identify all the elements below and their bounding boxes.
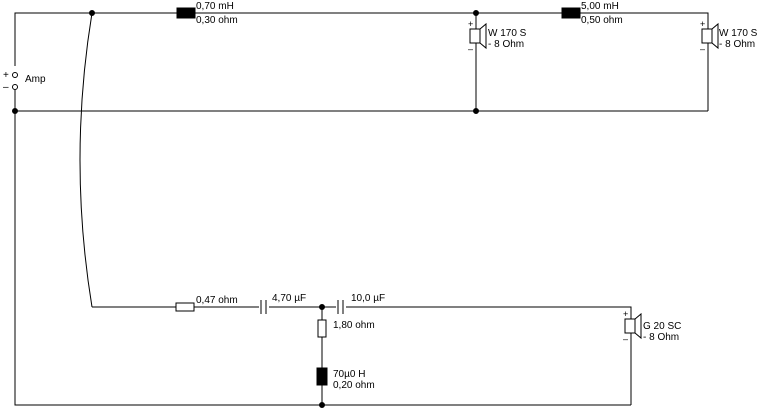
inductor-l2[interactable]: 5,00 mH 0,50 ohm — [561, 1, 623, 26]
inductor-l1-resistance: 0,30 ohm — [196, 15, 238, 26]
inductor-l2-resistance: 0,50 ohm — [581, 15, 623, 26]
tweeter-plus: + — [623, 309, 628, 319]
wire-tweeter-feed-curve — [79, 12, 93, 308]
amp-label: Amp — [25, 74, 46, 85]
tweeter[interactable]: + – G 20 SC - 8 Ohm — [623, 309, 681, 344]
wire-left-return — [14, 111, 631, 406]
inductor-l3-body — [316, 367, 328, 386]
woofer-1[interactable]: + – W 170 S - 8 Ohm — [468, 19, 527, 54]
inductor-l1[interactable]: 0,70 mH 0,30 ohm — [176, 1, 238, 26]
amp-minus-terminal[interactable] — [12, 84, 18, 90]
tweeter-minus: – — [623, 334, 628, 344]
wire-tweeter-feed — [92, 306, 632, 320]
junction-dot — [473, 108, 479, 114]
woofer-2[interactable]: + – W 170 S - 8 Ohm — [700, 19, 758, 54]
woofer-2-model: W 170 S — [719, 28, 758, 39]
resistor-r1[interactable]: 0,47 ohm — [175, 295, 238, 312]
tweeter-model: G 20 SC — [643, 321, 681, 332]
amp-plus-sign: + — [3, 70, 9, 81]
resistor-r1-value: 0,47 ohm — [196, 295, 238, 306]
amp-plus-terminal[interactable] — [12, 72, 18, 78]
inductor-l2-body — [561, 7, 581, 19]
tweeter-speaker-icon — [624, 318, 636, 334]
capacitor-c1[interactable]: 4,70 µF — [259, 293, 306, 314]
wires — [14, 12, 709, 406]
resistor-r2[interactable]: 1,80 ohm — [317, 319, 375, 338]
woofer-2-plus: + — [700, 19, 705, 29]
woofer-2-impedance: - 8 Ohm — [719, 39, 755, 50]
inductor-l3-value: 70µ0 H — [333, 369, 365, 380]
woofer-2-speaker-icon — [701, 28, 713, 44]
junctions — [12, 10, 479, 408]
woofer-1-minus: – — [468, 44, 473, 54]
woofer-1-impedance: - 8 Ohm — [488, 39, 524, 50]
junction-dot — [319, 304, 325, 310]
inductor-l1-value: 0,70 mH — [196, 1, 234, 12]
inductor-l1-body — [176, 7, 196, 19]
woofer-1-plus: + — [468, 19, 473, 29]
capacitor-c1-value: 4,70 µF — [272, 293, 306, 304]
woofer-1-speaker-icon — [469, 28, 481, 44]
amp-minus-sign: – — [3, 82, 9, 93]
tweeter-impedance: - 8 Ohm — [643, 332, 679, 343]
wire-top-rail — [14, 12, 709, 58]
amp: + – Amp — [3, 58, 46, 111]
capacitor-c2[interactable]: 10,0 µF — [336, 293, 385, 314]
resistor-r2-value: 1,80 ohm — [333, 320, 375, 331]
junction-dot — [319, 402, 325, 408]
junction-dot — [89, 10, 95, 16]
capacitor-c2-value: 10,0 µF — [351, 293, 385, 304]
inductor-l3[interactable]: 70µ0 H 0,20 ohm — [316, 367, 375, 391]
inductor-l3-resistance: 0,20 ohm — [333, 380, 375, 391]
woofer-2-minus: – — [700, 44, 705, 54]
resistor-r2-body — [317, 319, 327, 338]
woofer-1-model: W 170 S — [488, 28, 527, 39]
junction-dot — [473, 10, 479, 16]
resistor-r1-body — [175, 302, 195, 312]
inductor-l2-value: 5,00 mH — [581, 1, 619, 12]
